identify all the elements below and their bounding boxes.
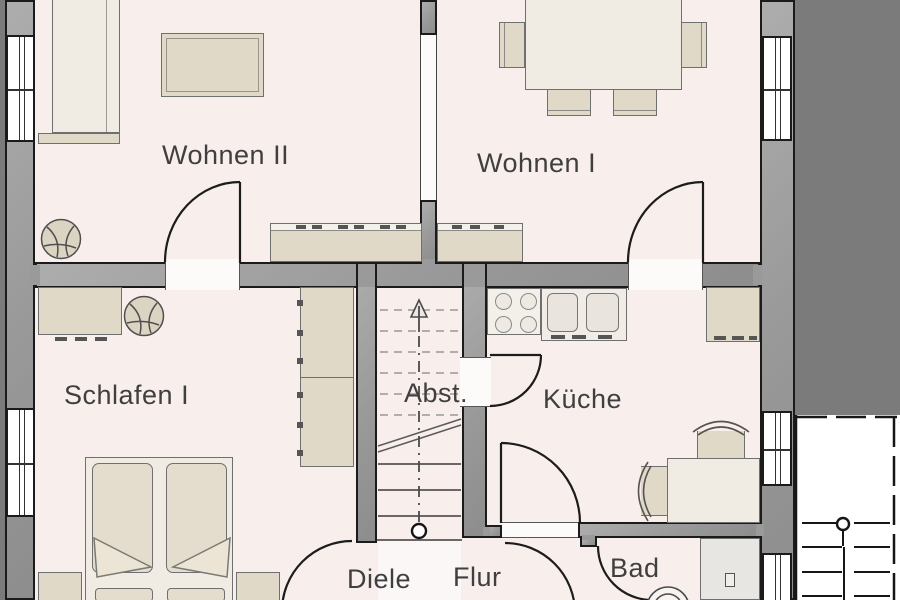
door-opening <box>502 522 578 538</box>
dining-table <box>525 0 682 90</box>
handle-mark <box>732 336 744 340</box>
handle-mark <box>312 225 322 229</box>
nightstand <box>236 572 280 600</box>
burner <box>495 316 512 333</box>
handle-mark <box>354 225 364 229</box>
handle-mark <box>749 336 757 340</box>
door-opening <box>460 357 491 407</box>
handle-mark <box>75 337 87 341</box>
handle-mark <box>380 225 390 229</box>
window <box>762 553 792 600</box>
shower <box>700 538 760 600</box>
kitchen-cabinet <box>706 287 760 342</box>
hinge-mark <box>297 300 303 306</box>
hinge-mark <box>297 392 303 398</box>
wall-joint <box>483 527 490 536</box>
dining-chair <box>499 22 525 68</box>
room-label-wohnen-ii: Wohnen II <box>162 140 290 170</box>
handle-mark <box>470 225 480 229</box>
sink-basin <box>547 293 578 332</box>
room-label-wohnen-i: Wohnen I <box>477 148 597 178</box>
passage-opening <box>420 35 437 200</box>
burner <box>495 293 512 310</box>
wall-stub-mid <box>420 200 437 264</box>
window <box>762 411 792 486</box>
wall-stub-top <box>420 0 437 35</box>
burner <box>520 293 537 310</box>
coffee-table <box>161 33 264 97</box>
handle-mark <box>338 225 348 229</box>
nightstand <box>38 572 82 600</box>
hinge-mark <box>297 450 303 456</box>
wall-joint <box>358 264 375 287</box>
room-label-flur: Flur <box>453 562 502 592</box>
exterior-edge-strip <box>0 0 5 600</box>
window <box>6 35 35 142</box>
handle-mark <box>396 225 406 229</box>
wall-joint <box>582 535 595 540</box>
dining-chair <box>547 89 591 116</box>
dining-chair <box>681 22 707 68</box>
hinge-mark <box>297 330 303 336</box>
mattress-foot <box>167 588 225 600</box>
handle-mark <box>95 337 107 341</box>
wall-joint <box>422 259 435 265</box>
kitchen-chair <box>641 466 668 516</box>
room-label-kueche: Küche <box>543 384 623 414</box>
burner <box>520 316 537 333</box>
dresser <box>38 287 122 335</box>
handle-mark <box>714 336 726 340</box>
sink-basin <box>586 293 619 332</box>
mattress-foot <box>95 588 153 600</box>
sofa-base <box>38 133 120 144</box>
handle-mark <box>296 225 306 229</box>
wall-bath-top <box>578 522 762 538</box>
door-opening <box>165 259 240 290</box>
kitchen-table <box>667 458 760 523</box>
room-label-bad: Bad <box>610 553 660 583</box>
window <box>6 408 35 517</box>
potted-plant <box>123 295 165 337</box>
door-opening <box>628 259 703 290</box>
room-label-schlafen-i: Schlafen I <box>64 380 190 410</box>
sideboard-wohnen-i <box>437 223 523 262</box>
stair-exit-strip <box>378 541 461 600</box>
hinge-mark <box>297 358 303 364</box>
sofa <box>52 0 120 133</box>
handle-mark <box>572 335 586 339</box>
potted-plant <box>40 218 82 260</box>
handle-mark <box>494 225 504 229</box>
handle-mark <box>598 335 612 339</box>
room-label-abst: Abst. <box>404 378 469 408</box>
wall-joint <box>464 264 485 287</box>
window <box>762 36 792 141</box>
hinge-mark <box>297 422 303 428</box>
handle-mark <box>55 337 67 341</box>
interior-staircase <box>377 298 462 541</box>
wall-joint <box>756 524 764 536</box>
room-label-diele: Diele <box>347 564 412 594</box>
mattress <box>166 463 227 573</box>
handle-mark <box>551 335 565 339</box>
dining-chair <box>613 89 657 116</box>
toilet <box>647 586 689 600</box>
wall-stair-left <box>356 262 377 543</box>
wall-joint <box>753 265 763 285</box>
mattress <box>92 463 153 573</box>
wardrobe <box>300 287 354 467</box>
kitchen-chair <box>697 431 745 459</box>
handle-mark <box>452 225 462 229</box>
wall-joint <box>30 265 40 285</box>
exterior-stair-landing <box>795 415 900 600</box>
exterior-ground <box>795 0 900 415</box>
